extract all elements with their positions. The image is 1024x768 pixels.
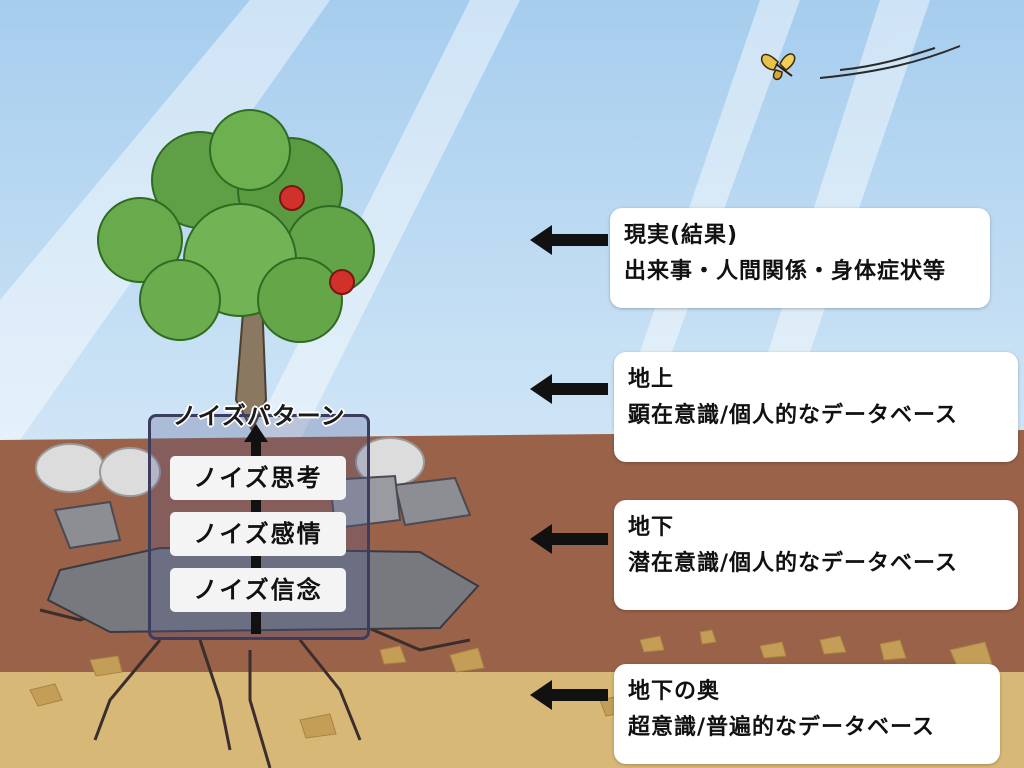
layer-title: 地上 (628, 367, 675, 392)
arrow-left-icon (530, 680, 608, 710)
layer-title: 地下の奥 (628, 679, 721, 704)
noise-item: ノイズ信念 (170, 568, 346, 612)
layer-card-deep-underground: 地下の奥 超意識/普遍的なデータベース (614, 664, 1000, 764)
apples (279, 185, 355, 295)
layer-subtitle: 超意識/普遍的なデータベース (628, 715, 935, 740)
layer-card-underground: 地下 潜在意識/個人的なデータベース (614, 500, 1018, 610)
noise-item: ノイズ感情 (170, 512, 346, 556)
arrow-left-icon (530, 374, 608, 404)
arrow-left-icon (530, 225, 608, 255)
noise-pattern-title: ノイズパターン (172, 402, 346, 430)
layer-title: 地下 (628, 515, 675, 540)
layer-title: 現実(結果) (624, 223, 739, 248)
arrow-left-icon (530, 524, 608, 554)
apple-icon (329, 269, 355, 295)
tree-roots (39, 598, 471, 768)
butterfly-icon (760, 53, 796, 81)
layer-subtitle: 潜在意識/個人的なデータベース (628, 551, 958, 576)
layer-card-reality: 現実(結果) 出来事・人間関係・身体症状等 (610, 208, 990, 308)
tree-canopy (97, 109, 375, 343)
flight-trail (819, 45, 961, 79)
apple-icon (279, 185, 305, 211)
noise-item: ノイズ思考 (170, 456, 346, 500)
layer-subtitle: 顕在意識/個人的なデータベース (628, 403, 958, 428)
layer-subtitle: 出来事・人間関係・身体症状等 (624, 259, 947, 284)
layer-card-above-ground: 地上 顕在意識/個人的なデータベース (614, 352, 1018, 462)
